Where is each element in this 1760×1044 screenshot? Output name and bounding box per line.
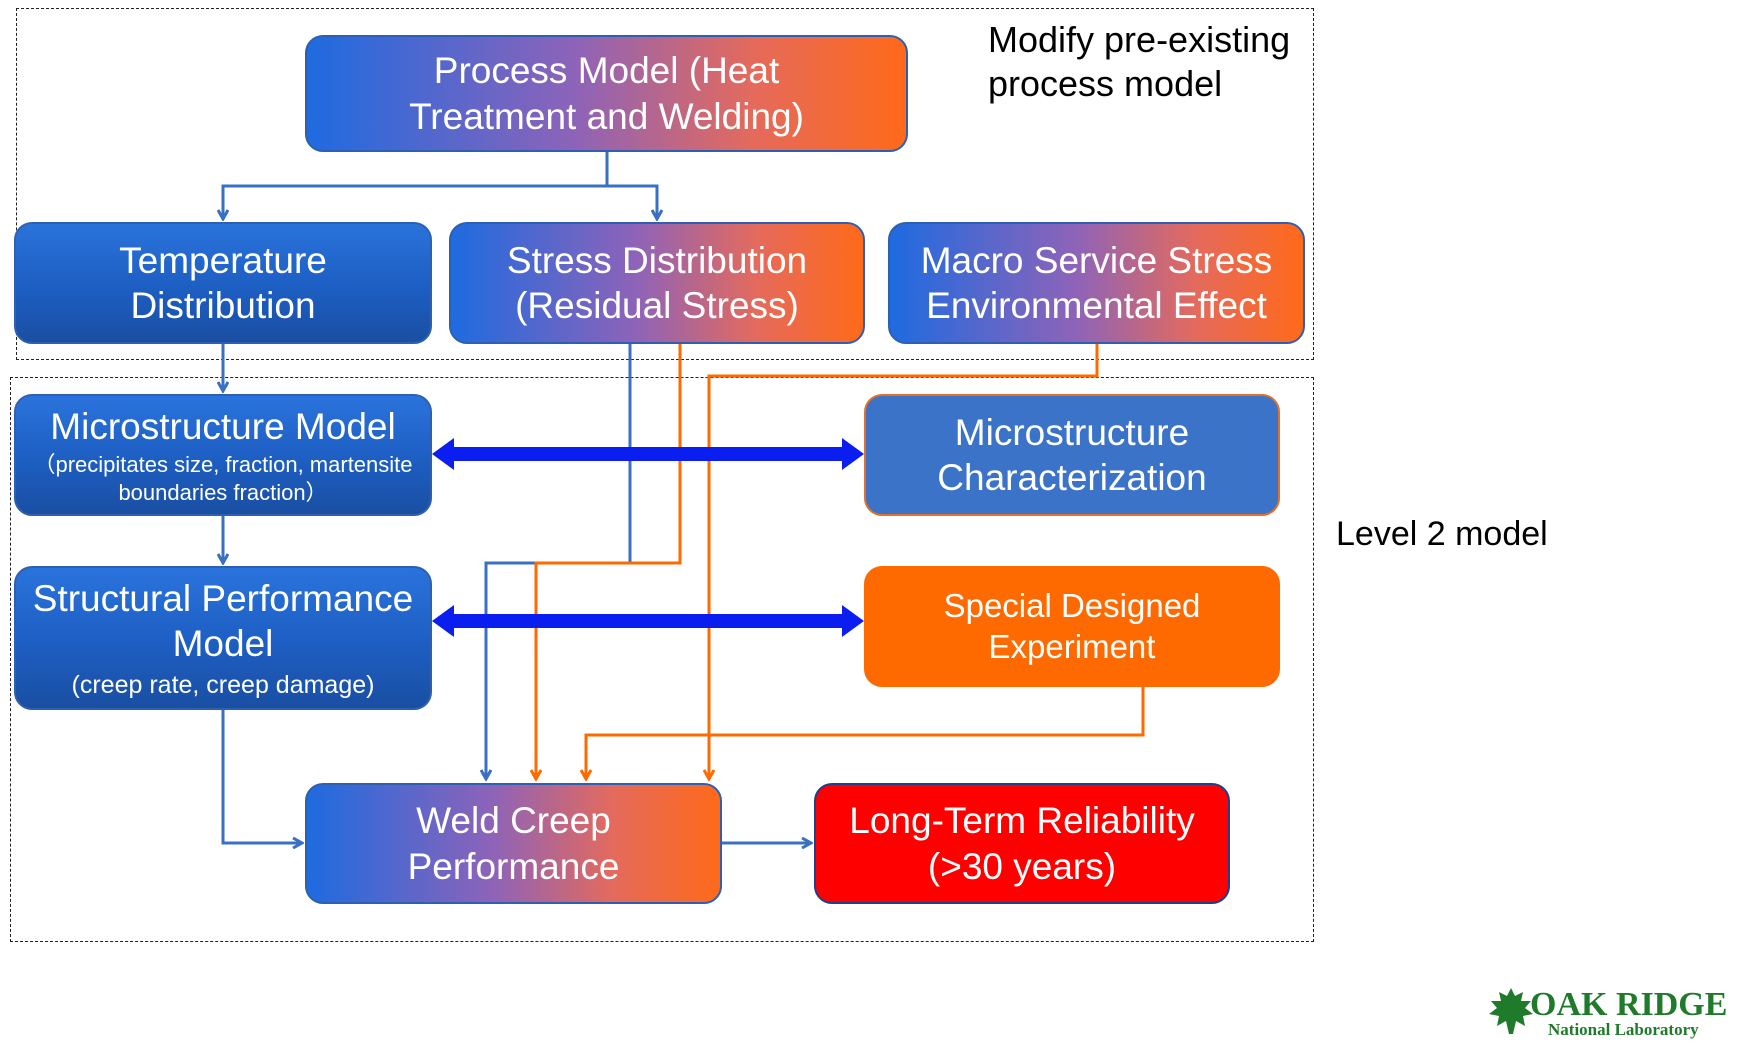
node-stress-distribution-label: Stress Distribution (Residual Stress) (506, 239, 808, 326)
node-process-model-label: Process Model (Heat Treatment and Weldin… (409, 50, 804, 137)
connector-experiment-to-weld (586, 687, 1145, 779)
node-structural-performance-model-subtitle: (creep rate, creep damage) (71, 670, 375, 699)
logo-sub-text: National Laboratory (1548, 1020, 1699, 1039)
node-special-designed-experiment-label: Special Designed Experiment (943, 587, 1201, 665)
node-temperature-distribution-label: Temperature Distribution (119, 239, 327, 326)
connector-macro-to-weld (709, 344, 1099, 779)
node-weld-creep-performance: Weld Creep Performance (305, 783, 722, 904)
logo-main-text: OAK RIDGE (1530, 986, 1728, 1023)
double-arrow-microstructure (432, 438, 864, 470)
node-process-model: Process Model (Heat Treatment and Weldin… (305, 35, 908, 152)
connector-process-to-stress (607, 184, 657, 219)
node-special-designed-experiment: Special Designed Experiment (864, 566, 1280, 687)
node-microstructure-characterization: Microstructure Characterization (864, 394, 1280, 516)
connector-stress-orange-to-weld (536, 344, 682, 779)
connector-process-to-temperature (223, 152, 609, 219)
process-region-frame (16, 8, 1314, 360)
level2-region-frame (10, 377, 1314, 942)
oak-ridge-logo: OAK RIDGE National Laboratory (1488, 986, 1738, 1042)
node-weld-creep-performance-label: Weld Creep Performance (407, 800, 620, 887)
oak-leaf-icon (1489, 988, 1533, 1034)
double-arrow-structural (432, 605, 864, 637)
node-microstructure-model-title: Microstructure Model (50, 405, 396, 447)
node-structural-performance-model: Structural Performance Model (creep rate… (14, 566, 432, 710)
node-stress-distribution: Stress Distribution (Residual Stress) (449, 222, 865, 344)
node-long-term-reliability: Long-Term Reliability (>30 years) (814, 783, 1230, 904)
node-microstructure-model: Microstructure Model （precipitates size,… (14, 394, 432, 516)
node-temperature-distribution: Temperature Distribution (14, 222, 432, 344)
node-macro-service-stress: Macro Service Stress Environmental Effec… (888, 222, 1305, 344)
node-microstructure-model-subtitle: （precipitates size, fraction, martensite… (33, 452, 413, 505)
level2-region-note: Level 2 model (1336, 515, 1548, 553)
node-structural-performance-model-title: Structural Performance Model (32, 577, 414, 664)
process-region-note: Modify pre-existing process model (988, 19, 1291, 104)
connector-structural-to-weld (221, 710, 302, 843)
node-macro-service-stress-label: Macro Service Stress Environmental Effec… (920, 239, 1273, 326)
node-long-term-reliability-label: Long-Term Reliability (>30 years) (849, 800, 1195, 887)
node-microstructure-characterization-label: Microstructure Characterization (937, 411, 1207, 498)
